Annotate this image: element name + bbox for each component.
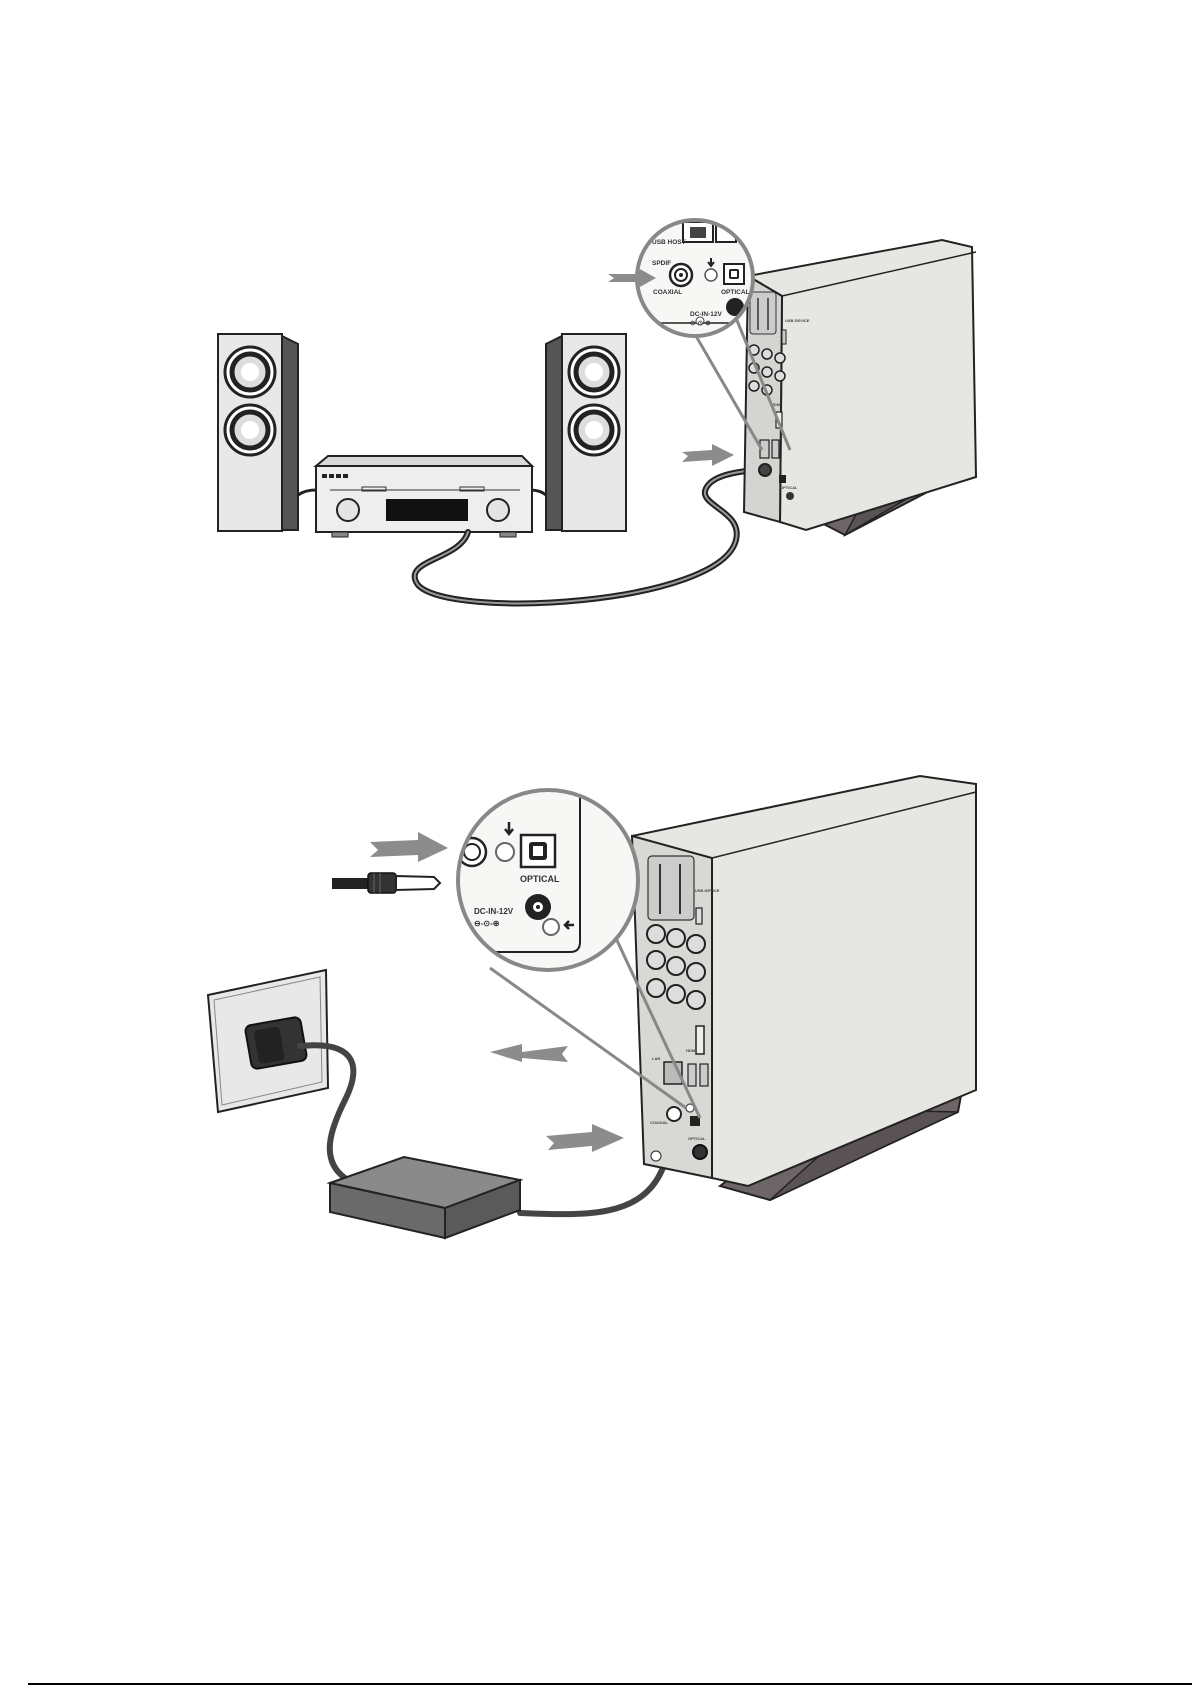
dc-plug [332,873,440,893]
media-player-bottom: USB DEVICE HDMI LAN COAXIAL OPTICAL [632,776,976,1200]
amplifier [316,456,532,537]
zoom-label-usb-host: USB HOST [652,239,686,246]
device-label-usb-device: USB DEVICE [785,318,810,323]
device-label-usb-device: USB DEVICE [695,888,720,893]
device-label-lan: LAN [652,1056,660,1061]
left-speaker [218,334,298,531]
arrow-icon [682,444,734,466]
device-label-hdmi: HDMI [686,1048,696,1053]
media-player-top: USB DEVICE HDMI OPTICAL [744,240,976,535]
zoom-label-spdif: SPDIF [652,260,671,267]
zoom-label-dc-in: DC-IN-12V [690,311,722,318]
figure-power-connection: USB DEVICE HDMI LAN COAXIAL OPTICAL [208,776,976,1238]
arrow-icon [490,1044,568,1062]
dc-polarity-symbol: ⊖-⊙-⊕ [474,919,500,928]
figure-audio-connection: USB DEVICE HDMI OPTICAL [218,215,976,603]
zoom-label-dc-in: DC-IN-12V [474,907,514,916]
right-speaker [546,334,626,531]
arrow-icon [546,1124,624,1152]
dc-polarity-symbol: ⊖-⊙-⊕ [690,320,711,327]
device-label-coaxial: COAXIAL [650,1120,669,1125]
zoom-label-optical: OPTICAL [721,289,750,296]
power-adapter [330,1157,520,1238]
device-label-optical: OPTICAL [688,1136,706,1141]
wall-socket [208,970,328,1112]
zoom-label-optical: OPTICAL [520,874,560,884]
device-label-optical: OPTICAL [780,485,798,490]
zoom-callout-bottom: OPTICAL DC-IN-12V ⊖-⊙-⊕ [450,790,650,970]
zoom-label-coaxial: COAXIAL [653,289,682,296]
arrow-icon [370,832,448,862]
